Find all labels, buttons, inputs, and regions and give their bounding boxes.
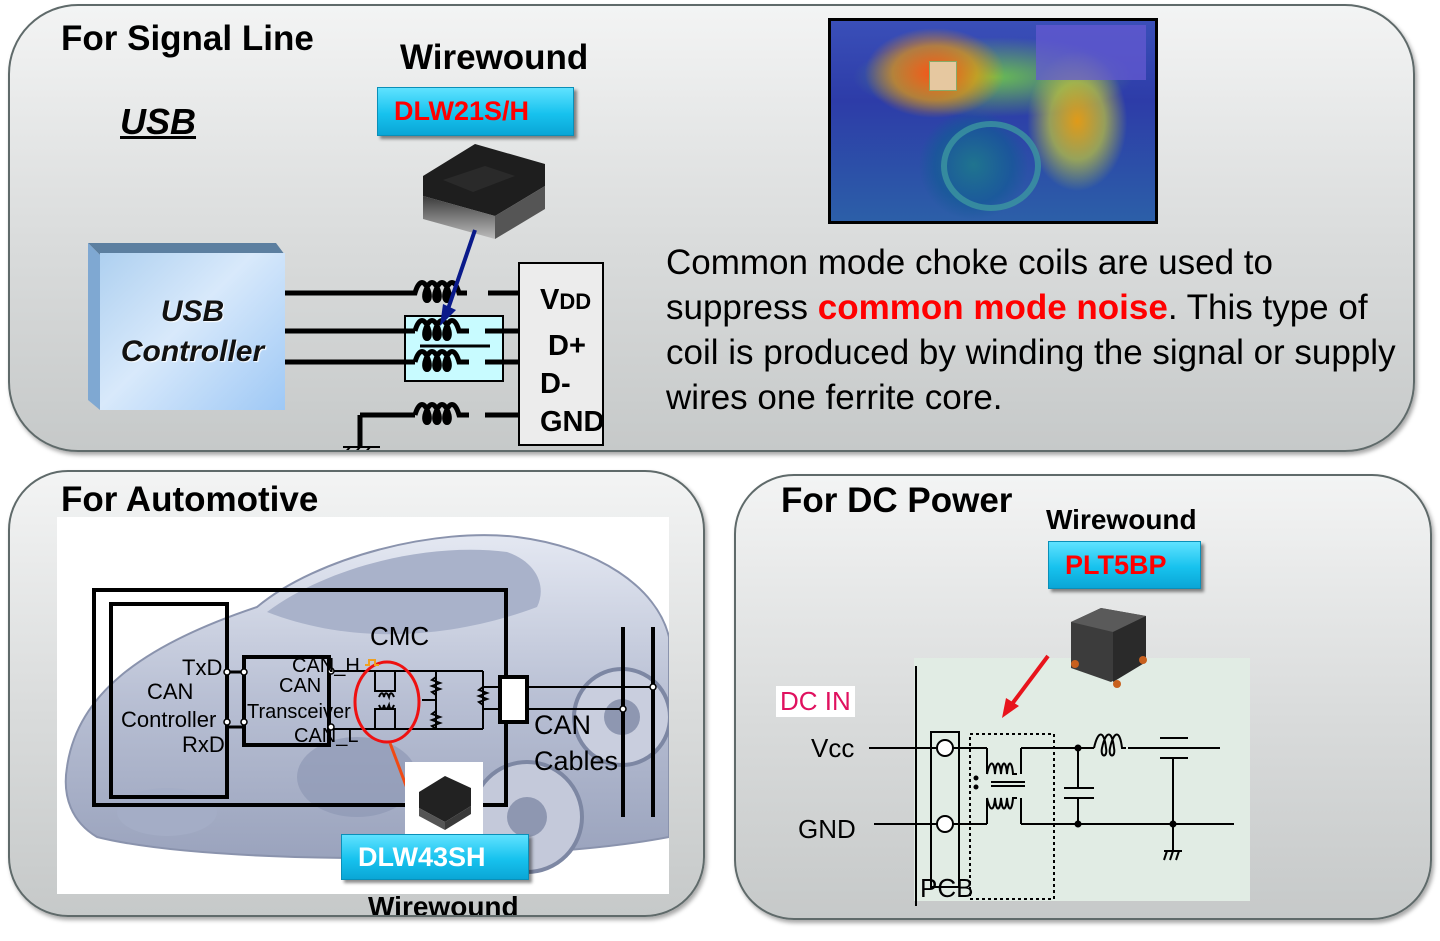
dc-power-panel: For DC Power Wirewound PLT5BP [734,474,1432,920]
part-badge-plt5bp: PLT5BP [1048,541,1201,589]
wirewound-label: Wirewound [1046,504,1197,535]
part-badge-dlw21sh: DLW21S/H [377,87,574,136]
pcb-label: PCB [920,873,974,903]
inductor-component-icon [1071,608,1147,688]
usb-connector-block: VDD D+ D- GND [518,262,604,446]
can-l-label: CAN_L [294,725,359,747]
can-cables-label-2: Cables [534,746,619,776]
pin-vdd: VDD [540,284,592,316]
usb-controller-block: USB Controller [88,243,285,410]
can-controller-box [109,602,229,799]
dc-circuit-diagram [869,654,1234,906]
automotive-panel: For Automotive [8,470,705,917]
pin-dminus: D- [540,368,571,400]
gnd-label: GND [798,814,856,844]
cmc-highlight-circle [353,660,421,744]
can-transceiver-label-1: CAN [279,675,322,697]
description-part-2: . This type of coil is produced by windi… [666,288,1396,417]
wirewound-label: Wirewound [368,891,519,917]
dc-power-title: For DC Power [781,481,1013,520]
usb-controller-label-1: USB [160,294,225,328]
pin-dplus: D+ [548,330,586,362]
chip-component-icon [423,144,545,239]
dc-in-label: DC IN [776,686,855,717]
pointer-arrow [445,229,477,313]
can-transceiver-label-2: Transceiver [247,701,351,723]
usb-subtitle: USB [120,101,197,142]
signal-line-panel: For Signal Line Wirewound DLW21S/H USB U… [8,4,1415,452]
can-circuit-diagram [92,588,657,817]
chip-photo [405,762,483,837]
ground-symbol [343,446,380,450]
txd-label: TxD [182,655,223,680]
cmc-label: CMC [370,621,430,651]
can-transceiver-box [242,655,331,747]
thermal-noise-map-image [828,18,1158,224]
automotive-title: For Automotive [61,480,319,519]
can-controller-label-2: Controller [121,707,217,732]
cmc-highlight-box [404,315,504,382]
description-text: Common mode choke coils are used to supp… [666,240,1406,420]
can-cables-label-1: CAN [534,710,592,740]
chip-component-icon [419,776,471,830]
vcc-label: Vcc [811,733,855,763]
car-circuit-image: TxD CAN Controller RxD CAN_H CAN Transce… [57,517,669,894]
part-number: DLW21S/H [394,96,530,126]
wirewound-label: Wirewound [400,38,589,77]
signal-line-title: For Signal Line [61,19,314,58]
pin-gnd: GND [540,406,605,438]
part-number: DLW43SH [358,841,486,872]
can-h-label: CAN_H [292,655,360,677]
description-part-1: Common mode choke coils are used to supp… [666,243,1273,327]
rxd-label: RxD [182,732,225,757]
description-highlight: common mode noise [817,288,1168,327]
pointer-arrow [1007,654,1050,710]
can-controller-label-1: CAN [147,679,194,704]
usb-circuit-wiring [285,229,518,450]
usb-controller-label-2: Controller [120,334,265,368]
signal-pulse-icon [365,659,379,666]
part-badge-dlw43sh: DLW43SH [341,834,529,880]
part-number: PLT5BP [1065,549,1167,580]
